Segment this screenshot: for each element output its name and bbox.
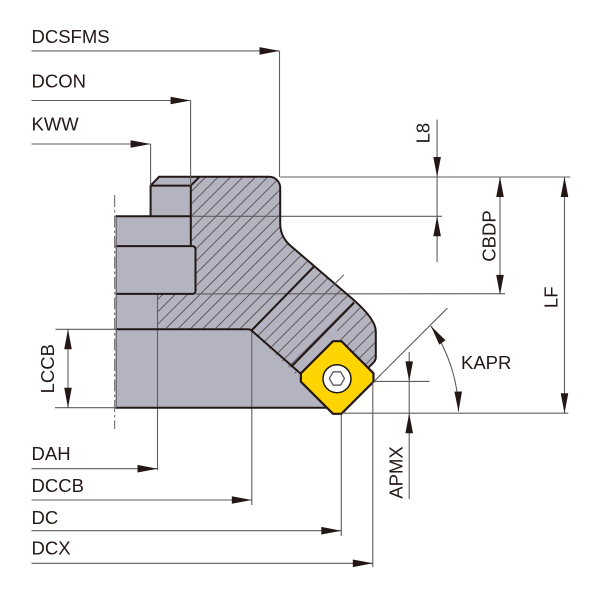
- svg-text:CBDP: CBDP: [478, 210, 499, 261]
- svg-text:DAH: DAH: [32, 443, 71, 464]
- svg-text:KAPR: KAPR: [461, 352, 511, 373]
- svg-text:APMX: APMX: [385, 446, 406, 498]
- svg-text:L8: L8: [413, 123, 434, 144]
- svg-text:KWW: KWW: [32, 113, 80, 134]
- svg-text:LCCB: LCCB: [37, 344, 58, 393]
- svg-text:DCSFMS: DCSFMS: [32, 26, 110, 47]
- svg-text:DCON: DCON: [32, 71, 86, 92]
- svg-text:DCCB: DCCB: [32, 475, 84, 496]
- svg-text:DC: DC: [32, 507, 59, 528]
- svg-text:DCX: DCX: [32, 538, 71, 559]
- svg-text:LF: LF: [541, 287, 562, 309]
